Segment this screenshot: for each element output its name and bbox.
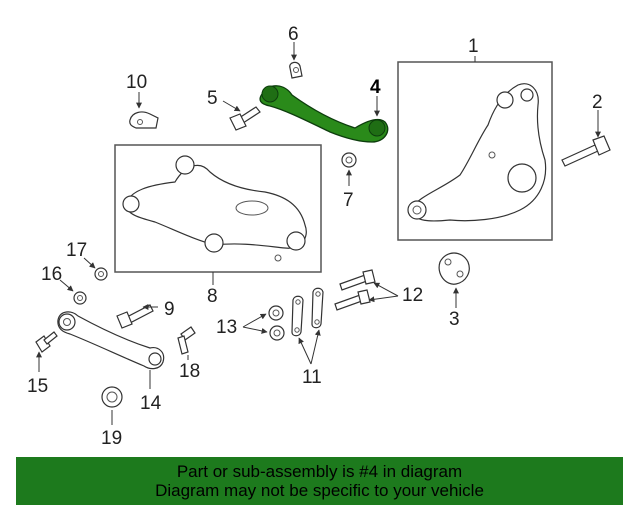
part-6-clip[interactable] bbox=[289, 61, 303, 79]
part-4-control-arm[interactable] bbox=[259, 85, 389, 143]
callout-1: 1 bbox=[468, 36, 479, 57]
part-3-bracket[interactable] bbox=[438, 252, 470, 285]
part-11-links[interactable] bbox=[291, 287, 324, 337]
part-5-bolt[interactable] bbox=[229, 106, 261, 131]
part-16-washer[interactable] bbox=[73, 291, 87, 305]
leader-16 bbox=[59, 279, 74, 292]
callout-15: 15 bbox=[27, 376, 48, 397]
part-19-nut[interactable] bbox=[101, 386, 123, 408]
callout-8: 8 bbox=[207, 286, 218, 307]
callout-13: 13 bbox=[216, 317, 237, 338]
callout-14: 14 bbox=[140, 393, 162, 414]
callout-19: 19 bbox=[101, 428, 122, 449]
info-banner: Part or sub-assembly is #4 in diagram Di… bbox=[16, 457, 623, 505]
part-9-bolt[interactable] bbox=[116, 304, 154, 329]
part-17-nut[interactable] bbox=[94, 267, 108, 281]
callout-4: 4 bbox=[370, 77, 381, 98]
callout-18: 18 bbox=[179, 361, 200, 382]
part-10-bracket[interactable] bbox=[129, 111, 159, 129]
part-13-nuts[interactable] bbox=[268, 305, 285, 341]
parts-diagram: 1 2 3 4 5 6 7 8 9 10 11 12 13 14 15 16 1… bbox=[27, 24, 611, 449]
banner-line-disclaimer: Diagram may not be specific to your vehi… bbox=[155, 481, 484, 500]
part-15-bolt[interactable] bbox=[35, 331, 58, 353]
part-18-bolt[interactable] bbox=[177, 326, 196, 355]
callout-16: 16 bbox=[41, 264, 62, 285]
leader-13a bbox=[242, 313, 267, 328]
callout-12: 12 bbox=[402, 285, 423, 306]
leader-12a bbox=[373, 282, 399, 297]
leader-5 bbox=[222, 100, 241, 112]
part-8-crossmember[interactable] bbox=[114, 144, 322, 273]
part-1-knuckle[interactable] bbox=[397, 61, 553, 241]
leader-13b bbox=[242, 326, 268, 334]
leader-11b bbox=[310, 329, 321, 365]
callout-2: 2 bbox=[592, 92, 603, 113]
leader-11a bbox=[298, 337, 312, 365]
callout-7: 7 bbox=[343, 190, 354, 211]
leader-12b bbox=[368, 295, 399, 303]
leader-17 bbox=[83, 257, 96, 269]
callout-3: 3 bbox=[449, 309, 460, 330]
callout-5: 5 bbox=[207, 88, 218, 109]
part-2-bolt[interactable] bbox=[561, 135, 611, 167]
banner-line-part: Part or sub-assembly is #4 in diagram bbox=[176, 462, 463, 481]
callout-11: 11 bbox=[302, 367, 322, 388]
callout-17: 17 bbox=[66, 240, 87, 261]
callout-6: 6 bbox=[288, 24, 299, 45]
callout-9: 9 bbox=[164, 299, 175, 320]
part-12-bolts[interactable] bbox=[334, 269, 376, 311]
part-7-nut[interactable] bbox=[341, 152, 357, 168]
callout-10: 10 bbox=[126, 72, 147, 93]
part-14-lower-arm[interactable] bbox=[57, 311, 165, 370]
